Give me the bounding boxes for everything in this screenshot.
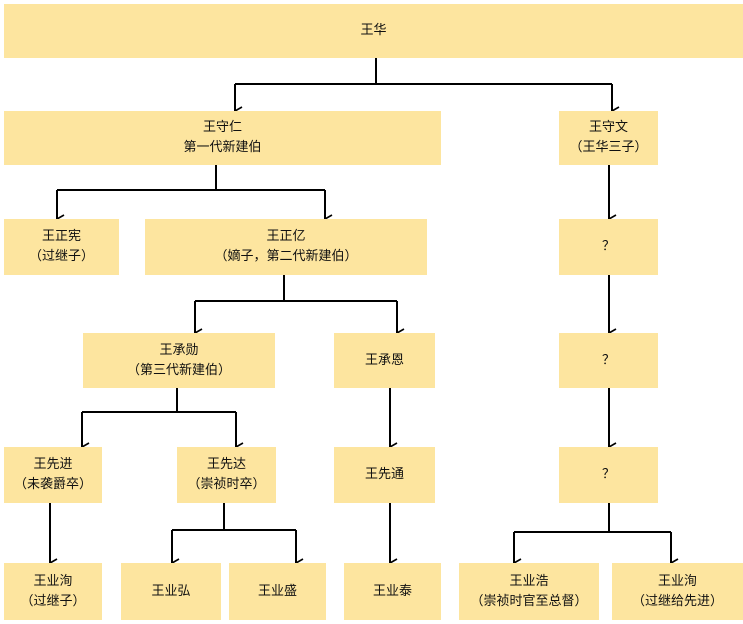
node-wang-yehao: 王业浩 （崇祯时官至总督） (459, 563, 599, 620)
node-note: （过继子） (20, 593, 86, 609)
node-label: 王业泰 (372, 583, 412, 599)
node-wang-yetai: 王业泰 (344, 563, 441, 620)
connector-unknown3-children (514, 503, 671, 533)
node-wang-xianjin: 王先进 （未袭爵卒） (4, 447, 102, 503)
connector-zhengyi-children (195, 275, 397, 302)
node-label: 王业浩 (509, 573, 549, 589)
node-unknown-3: ？ (559, 447, 658, 503)
node-unknown-2: ？ (559, 333, 658, 388)
node-note: （崇祯时官至总督） (470, 593, 588, 609)
node-label: 王正宪 (41, 229, 81, 244)
node-label: 王先通 (364, 467, 404, 482)
node-label: 王业弘 (151, 583, 191, 599)
node-label: 王守文 (588, 120, 628, 135)
node-wang-hua: 王华 (4, 4, 743, 58)
node-wang-xiantong: 王先通 (334, 447, 435, 503)
node-wang-shouren: 王守仁 第一代新建伯 (4, 111, 441, 165)
connector-chengxun-children (82, 388, 236, 413)
node-wang-shouwen: 王守文 （王华三子） (559, 111, 658, 165)
node-note: （第三代新建伯） (126, 362, 231, 378)
node-unknown-1: ？ (559, 219, 658, 275)
node-wang-yexun-b: 王业洵 （过继给先进） (612, 563, 743, 620)
node-label: 王承恩 (364, 352, 404, 368)
node-label: 王承勋 (159, 342, 199, 358)
node-wang-chengxun: 王承勋 （第三代新建伯） (83, 333, 275, 388)
node-wang-yexun-a: 王业洵 （过继子） (4, 563, 102, 620)
node-label: ？ (601, 239, 615, 254)
node-wang-zhengyi: 王正亿 （嫡子，第二代新建伯） (145, 219, 427, 275)
node-note: （未袭爵卒） (13, 477, 92, 492)
node-note: 第一代新建伯 (183, 140, 262, 155)
node-label: 王正亿 (266, 229, 306, 244)
node-wang-yehong: 王业弘 (121, 563, 221, 620)
node-label: ？ (601, 352, 615, 368)
node-wang-chengen: 王承恩 (334, 333, 435, 388)
node-label: 王业洵 (33, 573, 73, 589)
node-note: （崇祯时卒） (187, 477, 266, 492)
connector-shouren-children (57, 165, 325, 191)
node-wang-zhengxian: 王正宪 （过继子） (4, 219, 119, 275)
connector-hua-children (235, 58, 612, 85)
node-label: 王先达 (206, 457, 246, 472)
node-note: （过继给先进） (631, 593, 723, 609)
node-label: 王华 (360, 23, 387, 38)
node-wang-yesheng: 王业盛 (229, 563, 326, 620)
node-label: 王业盛 (257, 583, 297, 599)
node-label: 王业洵 (657, 573, 697, 589)
node-note: （过继子） (28, 249, 94, 264)
node-note: （嫡子，第二代新建伯） (214, 249, 358, 264)
node-label: ？ (601, 467, 615, 482)
node-wang-xianda: 王先达 （崇祯时卒） (177, 447, 276, 503)
connector-xianda-children (172, 503, 296, 531)
node-label: 王守仁 (202, 120, 242, 135)
node-label: 王先进 (33, 457, 73, 472)
node-note: （王华三子） (569, 140, 648, 155)
